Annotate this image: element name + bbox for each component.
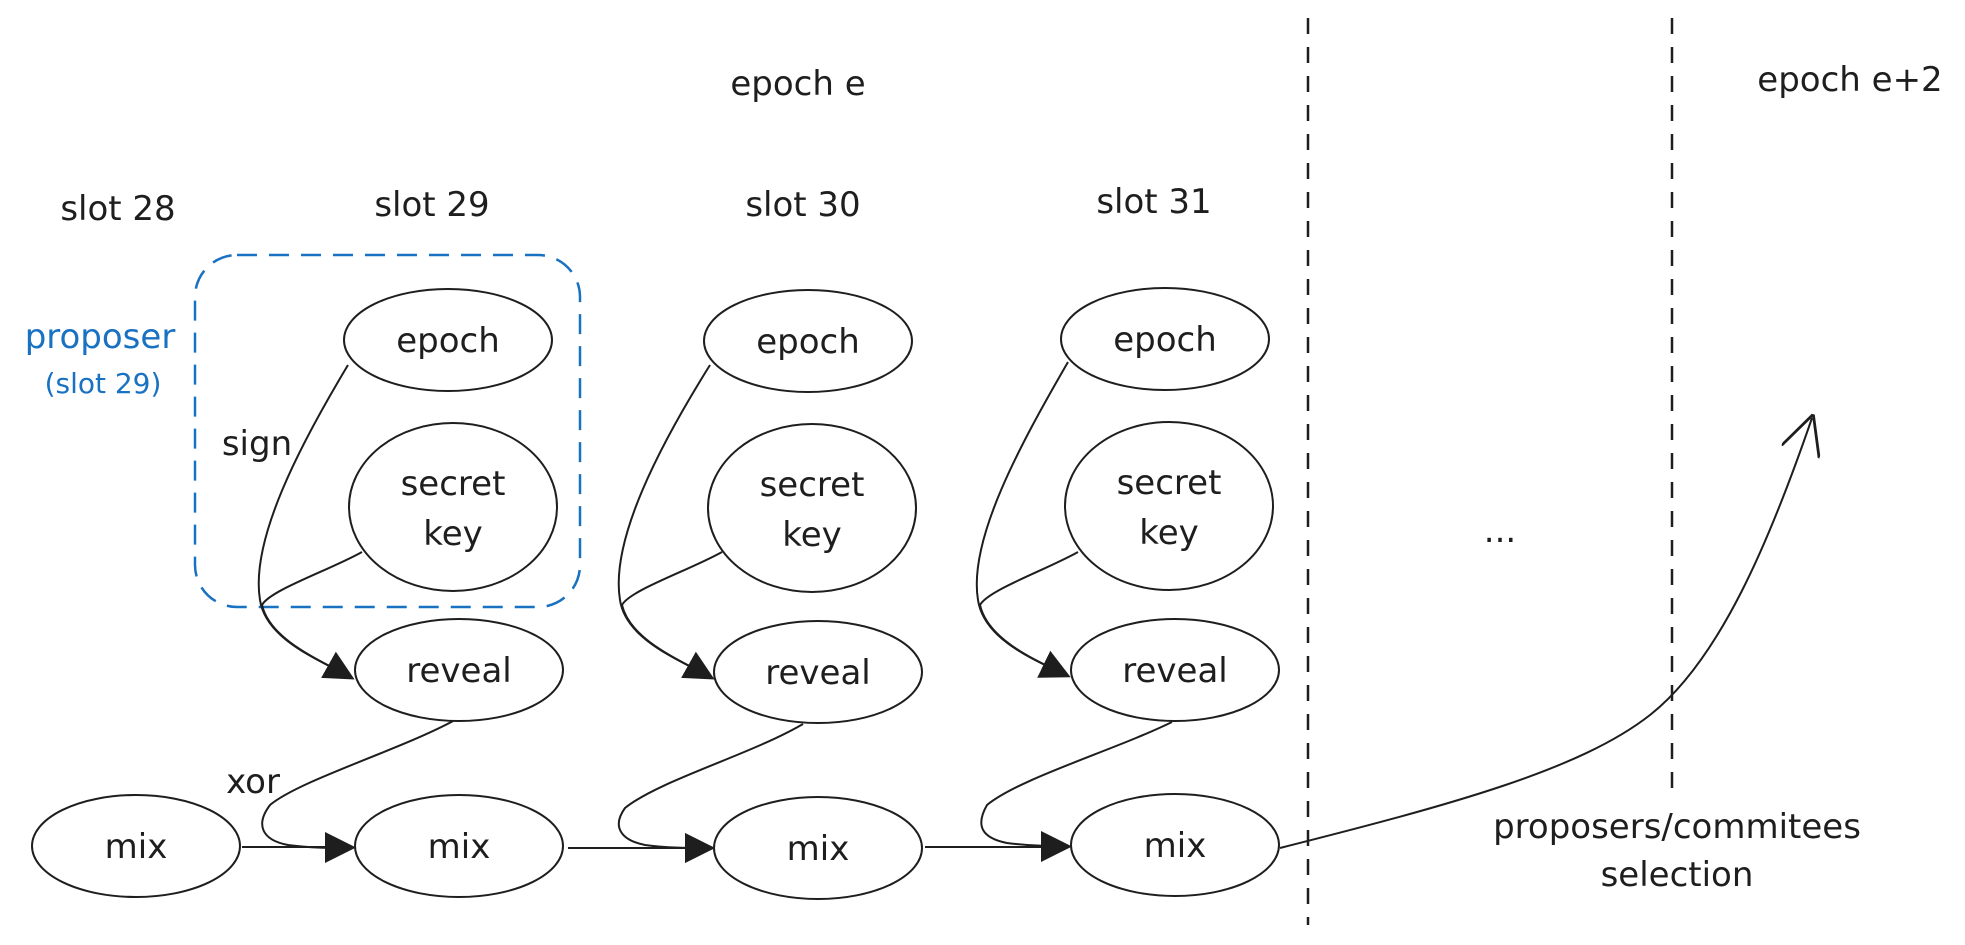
secret-to-reveal-edge: [620, 551, 723, 679]
secret-key-node: [1064, 421, 1274, 591]
reveal-node-label: reveal: [765, 653, 870, 693]
secret-key-node-label: secret: [760, 465, 865, 505]
secret-key-node-label: key: [423, 514, 483, 554]
secret-key-node: [707, 423, 917, 593]
epoch-node-label: epoch: [396, 321, 500, 361]
proposer-slot-label: (slot 29): [45, 367, 162, 400]
epoch-e2-label: epoch e+2: [1757, 60, 1942, 100]
epoch-node-label: epoch: [756, 322, 860, 362]
epoch-e-label: epoch e: [730, 64, 865, 104]
xor-edge: [980, 721, 1173, 861]
epoch-node: [1060, 287, 1270, 391]
mix-node-label: mix: [1144, 826, 1207, 866]
reveal-node: [354, 618, 564, 722]
reveal-node: [713, 620, 923, 724]
selection-label: selection: [1601, 855, 1754, 895]
epoch-node: [343, 288, 553, 392]
mix-node-label: mix: [787, 829, 850, 869]
selection-curve: [1279, 418, 1812, 849]
secret-key-node: [348, 422, 558, 592]
secret-to-reveal-edge: [260, 551, 363, 679]
proposer-label: proposer: [25, 317, 176, 357]
mix-node: [354, 794, 564, 898]
secret-to-reveal-edge: [978, 551, 1079, 677]
mix-node-label: mix: [105, 827, 168, 867]
slot-28-label: slot 28: [60, 189, 175, 229]
sign-edge: [257, 364, 355, 680]
secret-key-node-label: key: [782, 515, 842, 555]
slot-30-label: slot 30: [745, 185, 860, 225]
mix-node: [31, 794, 241, 898]
epoch-node-label: epoch: [1113, 320, 1217, 360]
slot-29-label: slot 29: [374, 185, 489, 225]
ellipsis-label: ...: [1484, 511, 1516, 551]
mix-node: [1070, 793, 1280, 897]
mix-node-label: mix: [428, 827, 491, 867]
slot-31-label: slot 31: [1096, 182, 1211, 222]
reveal-node: [1070, 618, 1280, 722]
reveal-node-label: reveal: [406, 651, 511, 691]
xor-label: xor: [226, 762, 280, 802]
secret-key-node-label: secret: [401, 464, 506, 504]
sign-edge: [975, 361, 1071, 678]
mix-node: [713, 796, 923, 900]
selection-label: proposers/commitees: [1493, 807, 1861, 847]
secret-key-node-label: key: [1139, 513, 1199, 553]
sign-label: sign: [222, 424, 292, 464]
proposer-box: [193, 253, 582, 609]
secret-key-node-label: secret: [1117, 463, 1222, 503]
sign-edge: [617, 364, 715, 680]
reveal-node-label: reveal: [1122, 651, 1227, 691]
epoch-node: [703, 289, 913, 393]
